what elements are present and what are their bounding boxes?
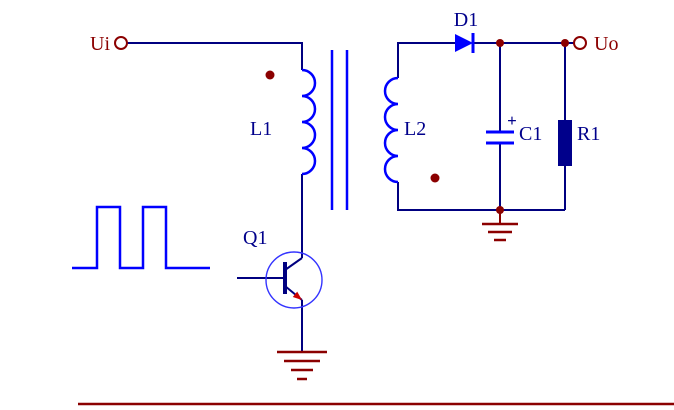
designator-r1: R1: [577, 123, 600, 145]
designator-q1: Q1: [243, 227, 267, 249]
emitter-arrow-icon: [292, 291, 302, 300]
input-waveform: [72, 205, 210, 270]
capacitor-polarity-plus: +: [507, 111, 517, 130]
diode-d1[interactable]: [455, 33, 475, 53]
output-terminal[interactable]: [573, 36, 587, 50]
designator-d1: D1: [454, 9, 478, 31]
capacitor-c1[interactable]: [486, 130, 514, 145]
junction-dot-cap-top: [496, 39, 504, 47]
junction-dot-ground: [496, 206, 504, 214]
net-label-input: Ui: [90, 33, 110, 55]
transistor-envelope-circle: [265, 251, 323, 309]
transistor-collector-line: [284, 257, 303, 271]
transistor-q1[interactable]: [265, 251, 323, 309]
input-terminal[interactable]: [114, 36, 128, 50]
polarity-dot-l1: [265, 70, 275, 80]
wire-secondary-return: [397, 182, 565, 211]
designator-c1: C1: [519, 123, 542, 145]
ground-symbol-emitter: [277, 350, 327, 381]
inductor-l2[interactable]: [383, 76, 399, 184]
designator-l1: L1: [250, 118, 272, 140]
junction-dot-res-top: [561, 39, 569, 47]
polarity-dot-l2: [430, 173, 440, 183]
net-label-output: Uo: [594, 33, 618, 55]
diode-anode-triangle: [455, 34, 473, 52]
wire-secondary-to-diode: [397, 42, 455, 78]
wire-input-to-primary: [127, 42, 303, 70]
inductor-l1[interactable]: [301, 68, 317, 176]
ground-symbol-output: [482, 222, 518, 242]
designator-l2: L2: [404, 118, 426, 140]
resistor-r1[interactable]: [558, 120, 572, 166]
